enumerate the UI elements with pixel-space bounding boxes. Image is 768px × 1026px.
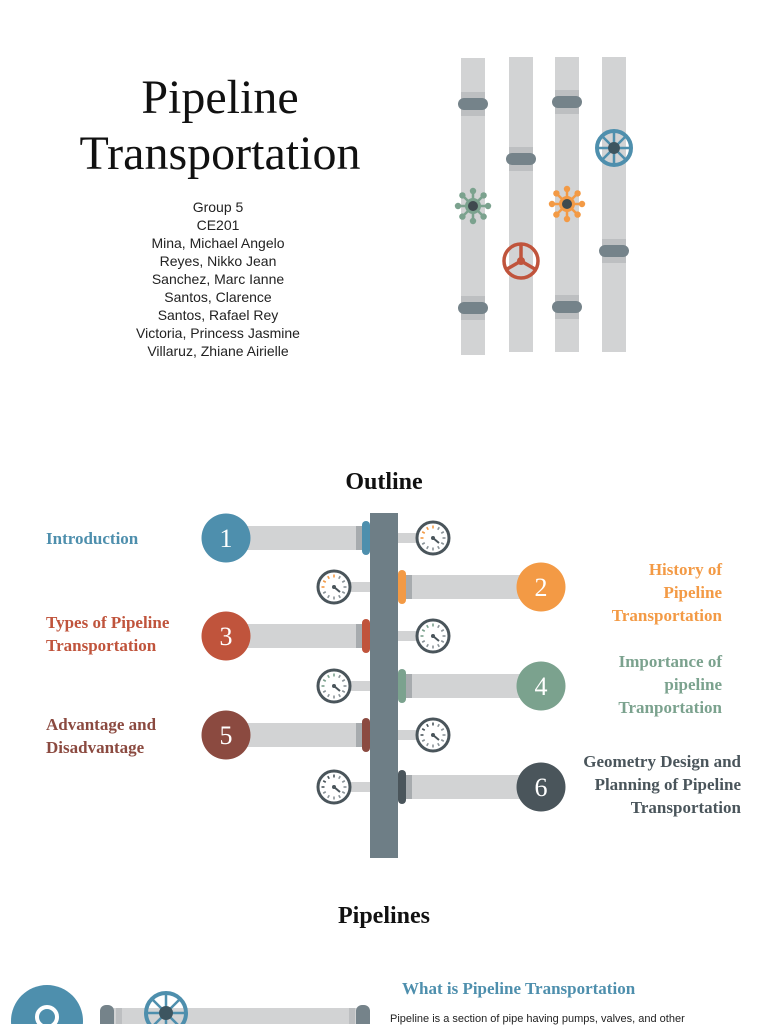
pipes-illustration [454,57,633,355]
pipe-joint [458,302,488,314]
pipe-end-cap [356,1005,370,1024]
outline-number-circle [201,710,251,760]
outline-label-line: Geometry Design and [583,752,741,771]
branch-joint [362,521,370,555]
outline-label-line: Types of Pipeline [46,613,170,632]
pipelines-illustration [11,985,370,1024]
pipelines-title: Pipelines [337,903,430,929]
branch-joint [362,718,370,752]
branch-joint [398,770,406,804]
outline-number-circle [201,513,251,563]
member-line: Mina, Michael Angelo [151,235,285,251]
pipe-joint [458,98,488,110]
vertical-pipe [506,57,536,352]
member-line: Santos, Clarence [164,289,272,305]
pressure-gauge-icon [316,668,352,704]
outline-label-line: Transportation [611,606,722,625]
outline-label-line: History of [648,560,722,579]
pipe-joint [599,245,629,257]
outline-number: 4 [535,672,548,701]
outline-number: 6 [535,773,548,802]
member-line: Sanchez, Marc Ianne [151,271,285,287]
outline-number: 1 [220,524,233,553]
member-line: Santos, Rafael Rey [157,307,279,323]
valve-wheel-icon [502,242,540,280]
pipelines-slide: Pipelines What is Pipeline Transportatio… [0,895,768,1025]
slide-title-line1: Pipeline [141,71,299,124]
pressure-gauge-icon [415,520,451,556]
outline-label-line: pipeline [664,675,722,694]
outline-number-circle [516,562,566,612]
horizontal-pipe [100,1005,370,1024]
member-line: CE201 [196,217,240,233]
outline-branch-4: 4 [316,661,566,711]
outline-item-label-1: Introduction [46,527,138,550]
pressure-gauge-icon [316,569,352,605]
pipe-joint [552,301,582,313]
outline-number: 2 [535,573,548,602]
outline-label-line: Transportation [46,636,157,655]
pipe-joint [506,153,536,165]
slide-title-line2: Transportation [79,127,361,180]
valve-wheel-icon [144,991,188,1024]
magnifier-icon [11,985,83,1024]
pipeline-definition-text: Pipeline is a section of pipe having pum… [390,1013,685,1025]
outline-title: Outline [345,469,423,495]
branch-joint [398,669,406,703]
outline-label-line: Importance of [618,652,722,671]
outline-branch-5: 5 [201,710,451,760]
outline-label-line: Disadvantage [46,738,145,757]
title-block: Pipeline Transportation [40,70,400,182]
pressure-gauge-icon [415,717,451,753]
member-line: Reyes, Nikko Jean [159,253,277,269]
vertical-pipe [599,57,629,352]
main-vertical-pipe [370,513,398,858]
gear-valve-icon [548,185,586,223]
outline-label-line: Advantage and [46,715,157,734]
outline-branch-3: 3 [201,611,451,661]
outline-branch-1: 1 [201,513,451,563]
outline-branch-6: 6 [316,762,566,812]
outline-label-line: Introduction [46,529,139,548]
member-line: Villaruz, Zhiane Airielle [147,343,289,359]
outline-label-line: Pipeline [663,583,722,602]
member-line: Victoria, Princess Jasmine [136,325,300,341]
pressure-gauge-icon [316,769,352,805]
outline-label-line: Tranportation [618,698,722,717]
outline-branch-2: 2 [316,562,566,612]
what-is-pipeline-heading: What is Pipeline Transportation [402,979,636,998]
member-line: Group 5 [192,199,244,215]
outline-number-circle [201,611,251,661]
branch-joint [398,570,406,604]
valve-wheel-icon [595,129,633,167]
branch-joint [362,619,370,653]
outline-label-line: Planning of Pipeline [594,775,741,794]
outline-label-line: Transportation [630,798,741,817]
outline-number-circle [516,661,566,711]
outline-number: 5 [220,721,233,750]
pressure-gauge-icon [415,618,451,654]
outline-number-circle [516,762,566,812]
pipe-joint [552,96,582,108]
gear-valve-icon [454,187,492,225]
outline-number: 3 [220,622,233,651]
outline-diagram: 1 2 3 4 5 6 [201,513,566,858]
pipe-end-cap [100,1005,114,1024]
